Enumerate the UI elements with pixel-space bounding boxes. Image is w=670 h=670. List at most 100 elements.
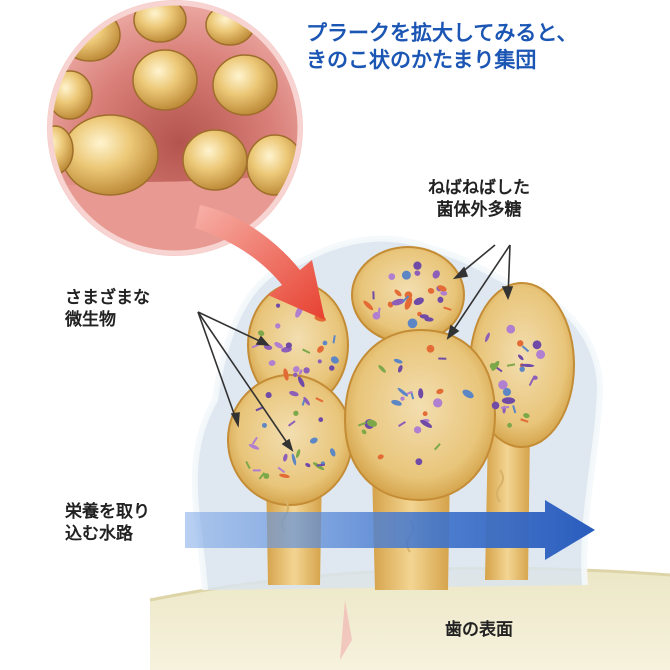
microbe [245,460,251,470]
microbe [422,411,428,417]
microbe [536,349,546,359]
microbe [407,318,418,329]
plaque-nodule [61,114,159,196]
microbe [315,397,324,403]
microbe [484,332,490,342]
microbe [402,295,410,303]
microbe [401,270,411,280]
microbe [363,300,374,311]
microbe [414,270,421,276]
label-polysaccharide: ねばねばした 菌体外多糖 [428,178,530,220]
microbe [517,354,524,361]
label-nutrient-channel: 栄養を取り 込む水路 [65,502,150,544]
microbe [289,390,299,397]
microbe [258,472,266,480]
microbe [498,380,508,390]
microbe [251,436,258,445]
microbe [419,314,429,319]
diagram-title: プラークを拡大してみると、 きのこ状のかたまり集団 [306,21,578,72]
microbe [507,422,512,428]
microbe [366,419,378,427]
microbe [288,420,296,427]
microbe [437,296,444,303]
microbe [274,341,283,349]
microbe [426,344,435,353]
microbe [285,342,292,349]
microbe [303,396,310,406]
microbe [332,335,336,344]
microbe [391,298,405,306]
microbe [257,330,265,336]
microbe [400,396,405,401]
microbe [330,356,339,364]
microbe [378,365,386,373]
microbes [245,261,546,480]
microbe [397,387,408,397]
microbe [437,285,447,292]
microbe [519,366,525,372]
microbe [317,359,322,364]
microbe [302,348,311,354]
microbe [433,398,443,408]
microbe [330,448,336,457]
microbe [523,413,530,419]
microbe [283,368,289,381]
microbe [298,369,303,375]
microbe [275,323,281,329]
microbe [462,389,474,399]
microbe-leader-lines [197,311,294,452]
microbe [283,453,288,462]
microbe [255,406,264,412]
microbe [248,443,260,450]
microbe [520,363,535,368]
microbe [296,449,301,458]
plaque-nodule [212,54,278,116]
microbe [279,473,290,479]
microbe [413,261,422,270]
microbe [322,340,328,346]
microbe [357,421,367,427]
microbe [293,410,299,416]
microbe [420,419,433,428]
magnified-plaque-photo [47,0,303,256]
microbe [303,367,310,374]
microbe [418,388,424,399]
microbe [263,344,273,350]
microbe [413,297,424,306]
microbe [372,311,381,320]
zoom-arrow [195,205,325,320]
label-microbes: さまざまな 微生物 [65,288,150,330]
microbe [491,401,500,410]
microbe [361,429,367,435]
microbe [433,443,441,451]
label-tooth-surface: 歯の表面 [445,620,513,640]
microbe [265,392,272,399]
microbe [404,296,413,310]
microbe [305,462,311,468]
microbe [268,360,276,366]
microbe [440,290,448,296]
microbe [329,365,335,371]
microbe [291,453,297,466]
microbe [388,273,396,280]
microbe [293,372,298,377]
plaque-nodule [182,129,248,191]
microbe [500,406,510,409]
microbe [318,417,324,423]
eps-leader-lines [446,244,514,340]
microbe [309,437,318,444]
microbe [398,421,406,427]
microbe [512,405,517,414]
microbe [413,426,422,434]
plaque-nodule [132,49,198,111]
microbe [436,388,444,395]
microbe [297,376,305,388]
microbe [521,345,530,353]
microbe [391,399,402,406]
microbe [263,473,270,479]
microbe [394,289,402,297]
microbe [292,366,300,373]
microbe [432,270,440,279]
microbe [393,358,403,364]
